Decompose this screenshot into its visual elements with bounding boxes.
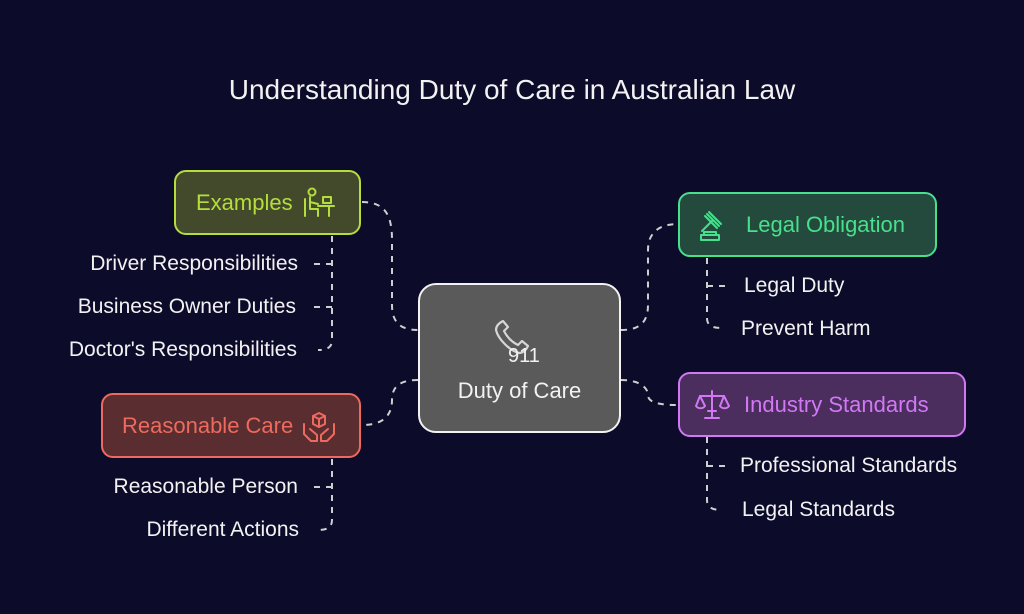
hands-holding-box-icon (301, 408, 337, 444)
connector-industry-standards-trunk (706, 437, 723, 511)
reasonable-care-item-1: Reasonable Person (113, 475, 298, 498)
connector-center-reasonable-care (361, 379, 419, 426)
gavel-icon (696, 207, 732, 243)
examples-node[interactable]: Examples (174, 170, 361, 235)
industry-standards-item-1: Professional Standards (740, 454, 958, 477)
connector-center-examples (361, 201, 419, 331)
reasonable-care-item-2: Different Actions (146, 518, 299, 541)
industry-standards-label: Industry Standards (744, 391, 929, 417)
center-label: Duty of Care (457, 378, 582, 403)
industry-standards-item-2: Legal Standards (742, 498, 895, 521)
examples-label: Examples (196, 189, 293, 215)
legal-obligation-label: Legal Obligation (746, 211, 906, 237)
connector-legal-obligation-trunk (706, 258, 723, 329)
person-at-desk-icon (301, 185, 337, 221)
reasonable-care-label: Reasonable Care (122, 412, 294, 438)
connector-examples-trunk (317, 236, 333, 351)
examples-item-3: Doctor's Responsibilities (68, 338, 297, 361)
examples-item-1: Driver Responsibilities (90, 252, 298, 275)
legal-obligation-node[interactable]: Legal Obligation (678, 192, 937, 257)
examples-item-2: Business Owner Duties (77, 295, 296, 318)
connector-center-legal-obligation (620, 223, 679, 331)
center-node[interactable]: 911 Duty of Care (418, 283, 621, 433)
legal-obligation-item-2: Prevent Harm (741, 317, 871, 340)
industry-standards-node[interactable]: Industry Standards (678, 372, 966, 437)
connector-reasonable-care-trunk (317, 459, 333, 531)
reasonable-care-node[interactable]: Reasonable Care (101, 393, 361, 458)
scales-icon (694, 387, 730, 423)
legal-obligation-item-1: Legal Duty (744, 274, 845, 297)
center-number: 911 (508, 345, 540, 367)
diagram-title: Understanding Duty of Care in Australian… (228, 74, 796, 105)
connector-center-industry-standards (620, 379, 679, 406)
phone-icon (490, 315, 534, 359)
